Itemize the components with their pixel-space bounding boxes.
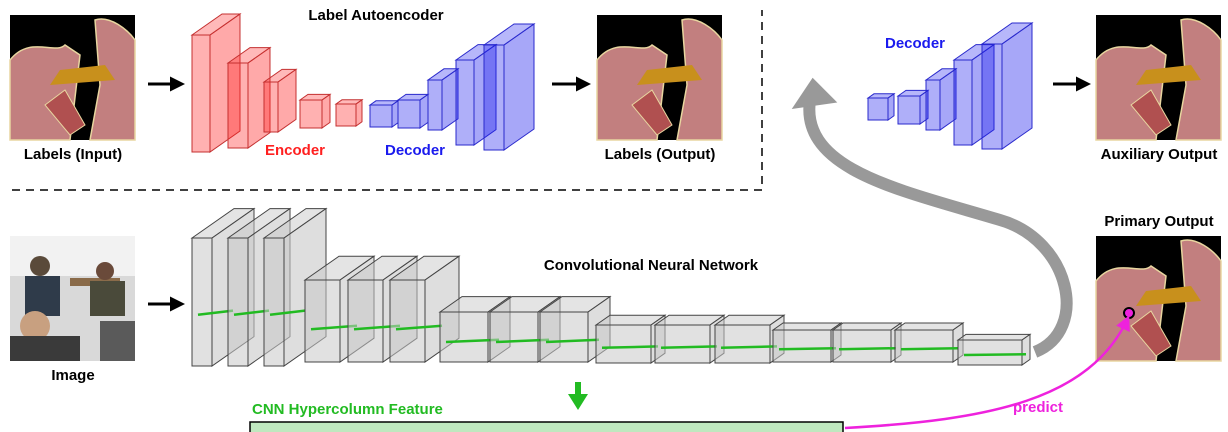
image-caption: Image [51, 367, 95, 384]
labels-input-thumbnail [9, 15, 136, 141]
labels-input-caption: Labels (Input) [23, 146, 123, 163]
labels-output-caption: Labels (Output) [604, 146, 716, 163]
input-image-thumbnail [10, 236, 135, 361]
hypercolumn-sample-line [660, 345, 718, 350]
hypercolumn-sample-line [963, 352, 1027, 357]
aux-decoder-layer [896, 89, 930, 125]
decoder-layers [368, 23, 536, 151]
decoder-layer [396, 93, 430, 129]
hypercolumn-sample-line [197, 309, 234, 317]
aux-decoder-layer [980, 22, 1034, 150]
hypercolumn-feature-bar [249, 421, 844, 432]
cnn-layers [190, 207, 1032, 367]
aux-decoder-label: Decoder [884, 35, 946, 52]
encoder-layer [190, 13, 242, 153]
decoder-layer [482, 23, 536, 151]
hypercolumn-sample-line [233, 309, 270, 317]
predict-curve [844, 315, 1130, 430]
encoder-label: Encoder [264, 142, 326, 159]
primary-output-caption: Primary Output [1104, 213, 1214, 230]
hypercolumn-sample-line [395, 324, 443, 331]
aux-decoder-layer [952, 43, 996, 146]
auxiliary-output-thumbnail [1095, 15, 1222, 141]
aux-decoder-layers [866, 22, 1034, 150]
hypercolumn-sample-line [838, 346, 897, 351]
decoder-layer [426, 67, 460, 131]
decoder-label: Decoder [384, 142, 446, 159]
cnn-to-decoder-arrow [803, 99, 1073, 358]
encoder-layer [298, 93, 332, 129]
cnn-layer [956, 333, 1032, 366]
hypercolumn-sample-line [778, 346, 837, 351]
encoder-layers [190, 13, 364, 153]
decoder-layer [368, 99, 400, 128]
decoder-layer [454, 43, 498, 146]
autoencoder-title: Label Autoencoder [308, 7, 444, 24]
hypercolumn-sample-line [545, 338, 600, 344]
hypercolumn-feature-label: CNN Hypercolumn Feature [252, 401, 443, 418]
cnn-layer [653, 314, 726, 364]
feature-arrow [568, 382, 588, 410]
cnn-layer [771, 322, 843, 363]
predicted-pixel-marker [1123, 307, 1135, 319]
cnn-layer [831, 322, 903, 363]
encoder-layer [334, 98, 364, 127]
hypercolumn-sample-line [269, 309, 306, 317]
cnn-title: Convolutional Neural Network [543, 257, 759, 274]
aux-decoder-layer [924, 67, 958, 131]
cnn-to-decoder-arrowhead [791, 77, 838, 109]
hypercolumn-sample-line [900, 346, 959, 351]
labels-output-thumbnail [596, 15, 723, 141]
autoencoder-boundary [12, 10, 763, 191]
auxiliary-output-caption: Auxiliary Output [1100, 146, 1218, 163]
encoder-layer [262, 68, 298, 133]
aux-decoder-layer [866, 92, 896, 121]
hypercolumn-sample-line [720, 345, 778, 350]
predict-label: predict [1012, 399, 1064, 416]
hypercolumn-sample-line [601, 345, 659, 350]
cnn-layer [893, 322, 965, 363]
